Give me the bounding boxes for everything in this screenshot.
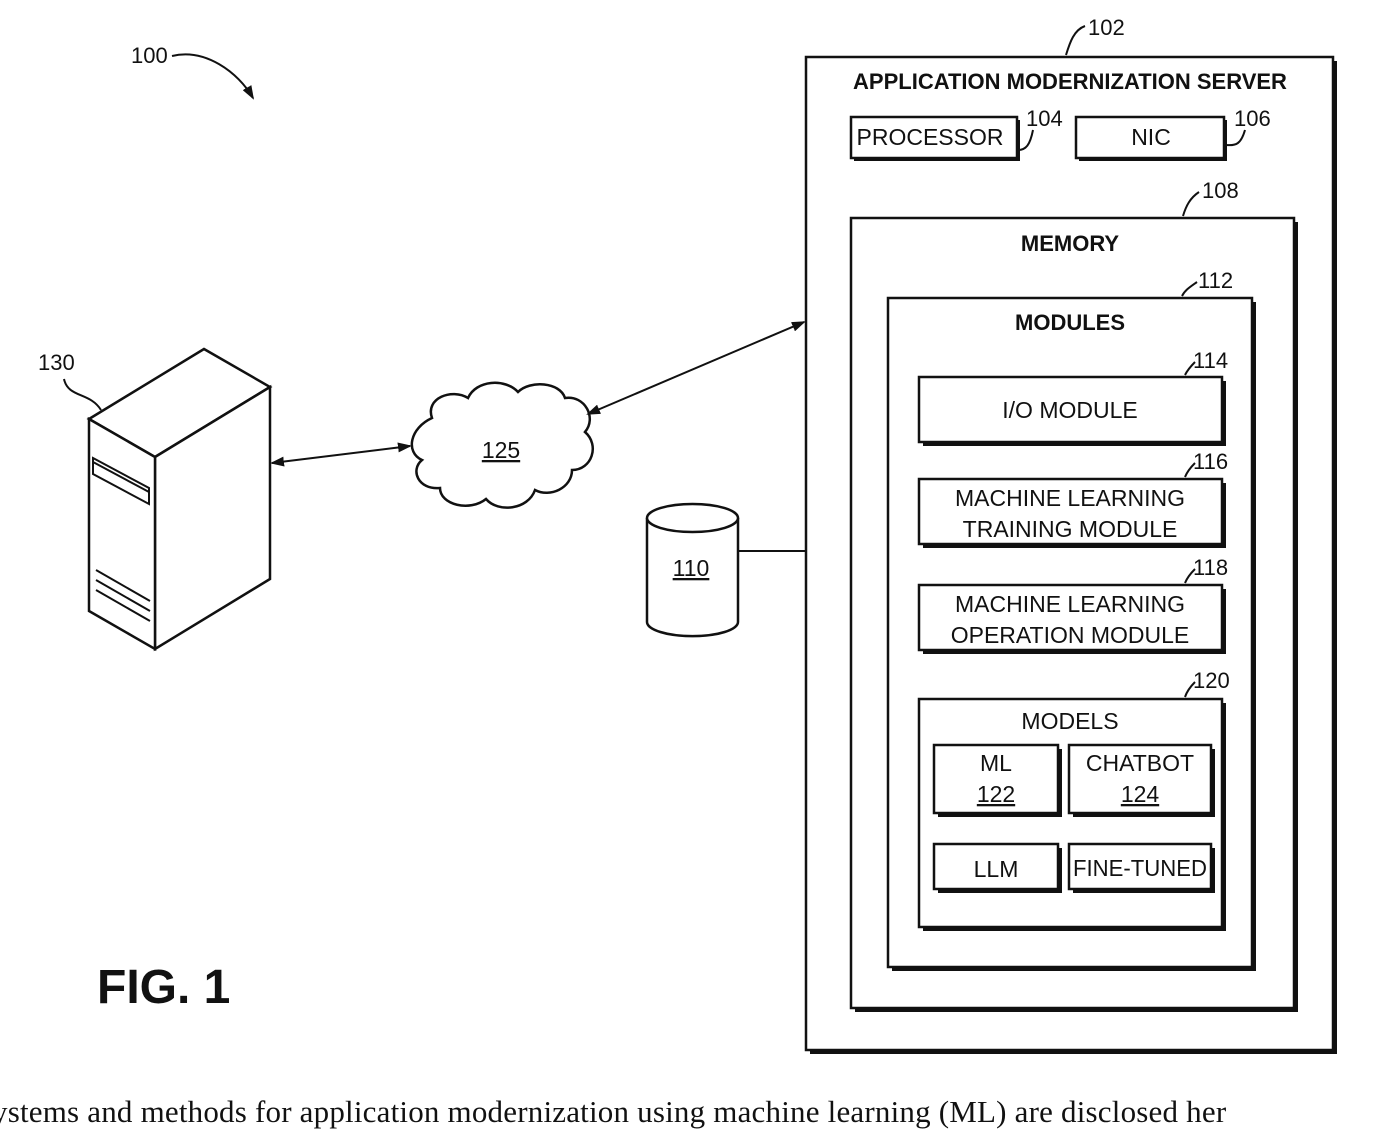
chatbot-model-box: CHATBOT 124 (1069, 745, 1215, 817)
client-network-arrow (272, 446, 410, 463)
nic-label: NIC (1131, 124, 1171, 150)
chatbot-model-label: CHATBOT (1086, 750, 1194, 776)
client-computer: 130 (38, 349, 270, 649)
network-cloud: 125 (412, 383, 593, 508)
ref-102: 102 (1088, 15, 1125, 40)
caption-text: ystems and methods for application moder… (0, 1094, 1399, 1130)
ref-118: 118 (1193, 555, 1228, 580)
network-ref: 125 (482, 437, 520, 463)
ref-116: 116 (1193, 449, 1228, 474)
memory-title: MEMORY (1021, 231, 1120, 256)
io-module-label: I/O MODULE (1002, 397, 1137, 423)
network-server-arrow (588, 322, 804, 414)
ml-operation-line1: MACHINE LEARNING (955, 591, 1185, 617)
client-ref: 130 (38, 350, 75, 375)
models-title: MODELS (1021, 708, 1118, 734)
ml-model-box: ML 122 (934, 745, 1062, 817)
database-ref: 110 (673, 555, 710, 581)
ref-100-arrow (172, 54, 253, 98)
ml-training-line1: MACHINE LEARNING (955, 485, 1185, 511)
modules-title: MODULES (1015, 310, 1125, 335)
ml-model-label: ML (980, 750, 1012, 776)
ref-106: 106 (1234, 106, 1271, 131)
llm-model-box: LLM (934, 844, 1062, 893)
fine-tuned-model-label: FINE-TUNED (1073, 855, 1207, 881)
ref-100: 100 (131, 43, 168, 68)
ml-operation-line2: OPERATION MODULE (951, 622, 1190, 648)
ref-120: 120 (1193, 668, 1230, 693)
database-cylinder: 110 (647, 504, 806, 636)
server-title: APPLICATION MODERNIZATION SERVER (853, 69, 1287, 94)
ref-112: 112 (1198, 268, 1233, 293)
patent-figure: 100 APPLICATION MODERNIZATION SERVER 102… (0, 0, 1399, 1090)
ref-114: 114 (1193, 348, 1228, 373)
llm-model-label: LLM (974, 856, 1019, 882)
ref-104: 104 (1026, 106, 1063, 131)
ref-102-leader (1066, 26, 1085, 55)
fine-tuned-model-box: FINE-TUNED (1069, 844, 1215, 893)
ml-model-ref: 122 (977, 781, 1015, 807)
chatbot-model-ref: 124 (1121, 781, 1160, 807)
figure-label: FIG. 1 (97, 961, 230, 1014)
ref-108: 108 (1202, 178, 1239, 203)
ref-130-leader (64, 379, 101, 410)
processor-label: PROCESSOR (857, 124, 1004, 150)
ml-training-line2: TRAINING MODULE (963, 516, 1178, 542)
